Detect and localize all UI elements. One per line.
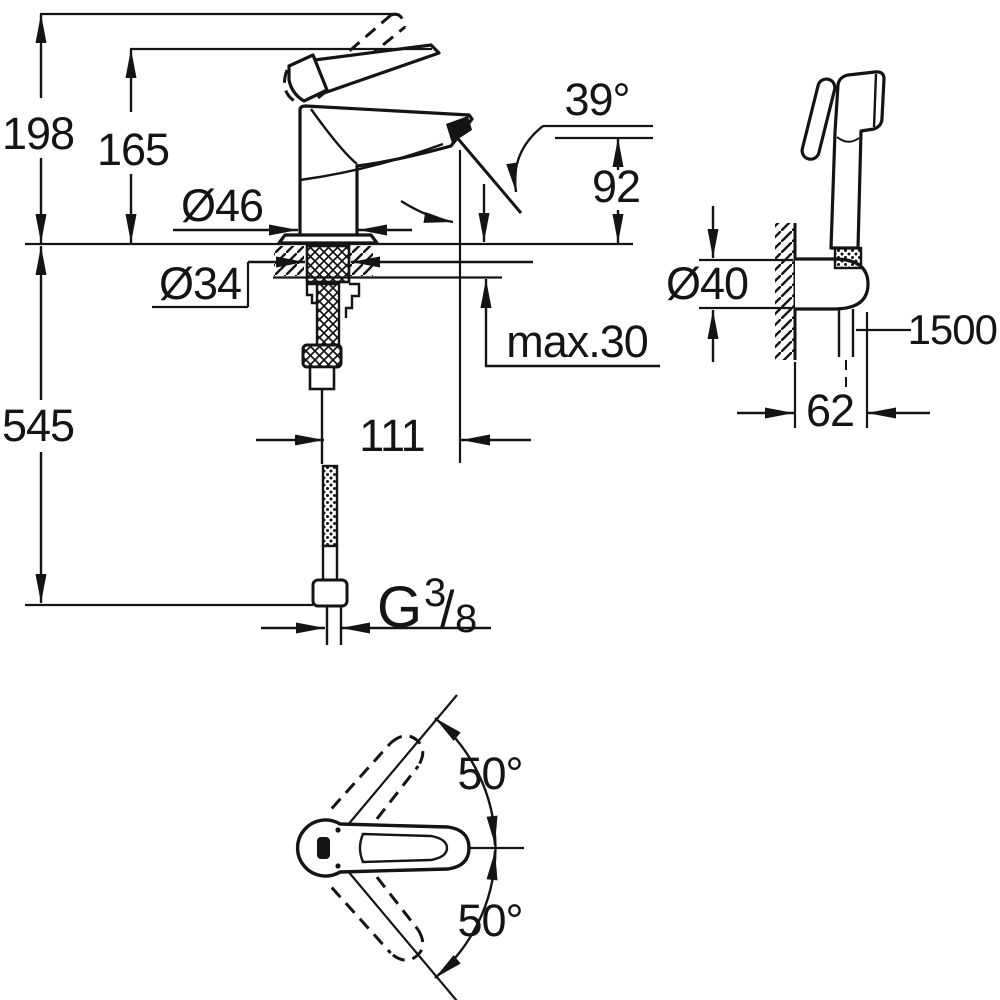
- handle-swivel-down-dashed: [330, 859, 425, 962]
- dimension-body-diameter: Ø46: [173, 180, 412, 236]
- faucet-lever-pivot: [287, 53, 329, 103]
- angle-leg-upper: [330, 694, 458, 846]
- handle-top-view: [295, 818, 471, 878]
- thread-numerator-label: 3: [424, 571, 446, 615]
- shower-neck-curve: [836, 136, 860, 143]
- dashed-lever-edge: [330, 741, 392, 810]
- faucet-body-curve: [310, 108, 358, 165]
- faucet-body: [298, 104, 474, 245]
- dimension-holder-diameter: Ø40: [666, 206, 793, 362]
- dashed-lever-edge: [330, 886, 392, 955]
- dashed-lever-tip: [389, 734, 425, 767]
- angle-arrow: [486, 850, 498, 881]
- threaded-shank: [305, 244, 351, 284]
- handle-slot: [317, 837, 330, 859]
- dim-d46-label: Ø46: [181, 180, 263, 231]
- hose-thread-end: [325, 606, 343, 645]
- dashed-handle-knob: [283, 69, 297, 104]
- dashed-handle-edge: [317, 25, 406, 100]
- dim-165-label: 165: [97, 124, 169, 175]
- faucet-aerator: [446, 116, 472, 143]
- handle-dot: [335, 863, 341, 869]
- dimension-arrow-leader: [480, 279, 660, 368]
- dim-92-label: 92: [592, 161, 640, 212]
- angle-arc: [506, 125, 544, 193]
- dim-d40-label: Ø40: [666, 258, 748, 309]
- mounting-step-right: [344, 282, 361, 318]
- side-view: 198 165 Ø46 Ø34 max.30: [2, 12, 660, 645]
- threaded-rod: [315, 282, 341, 347]
- dim-50down-label: 50°: [457, 895, 522, 946]
- dim-111-label: 111: [359, 410, 424, 461]
- dim-max30-label: max.30: [506, 316, 648, 367]
- faucet-spout-curve: [299, 142, 444, 182]
- dim-d34-label: Ø34: [159, 258, 241, 309]
- dim-39deg-label: 39°: [564, 74, 629, 125]
- dim-1500-label: 1500: [908, 306, 997, 353]
- dim-50up-label: 50°: [457, 748, 522, 799]
- dimension-spout-reach: 111: [256, 150, 531, 463]
- hand-shower-body: [829, 70, 886, 250]
- hand-shower-view: Ø40 1500 62: [666, 70, 998, 436]
- dimension-thread-size: G 3 / 8: [261, 571, 491, 641]
- dimension-wall-projection: 62: [737, 312, 930, 436]
- dashed-handle-tip: [390, 12, 407, 28]
- dashed-lever-tip: [389, 929, 425, 962]
- dim-198-label: 198: [2, 108, 74, 159]
- mounting-step-left: [305, 282, 317, 305]
- braided-hose: [321, 464, 339, 548]
- hose-connector: [833, 246, 863, 270]
- dimension-spout-height: 92: [543, 124, 653, 243]
- leader-line: [152, 262, 250, 309]
- dashed-lever-edge: [362, 859, 420, 931]
- top-view: 50° 50°: [295, 694, 524, 1000]
- shower-face-line: [872, 73, 878, 128]
- shower-trigger-lever: [800, 77, 837, 161]
- extension-line: [699, 258, 793, 310]
- wall-hatch: [775, 223, 795, 360]
- hose-fitting: [308, 365, 336, 391]
- faucet-base: [277, 233, 379, 245]
- mounting-nut: [301, 343, 343, 369]
- dimension-max-deck-thickness: max.30: [478, 184, 660, 368]
- handle-dot: [335, 827, 341, 833]
- angle-arrow: [486, 815, 498, 846]
- dimension-total-height: 198: [2, 12, 397, 243]
- shower-hose: [837, 309, 855, 357]
- angle-arc: [434, 717, 497, 979]
- spray-direction-line: [452, 133, 523, 214]
- dim-62-label: 62: [806, 385, 854, 436]
- dashed-lever-edge: [362, 765, 420, 837]
- hose-sleeve: [321, 544, 339, 582]
- dimension-spray-angle: 39°: [400, 74, 631, 224]
- hose-end-nut: [311, 578, 349, 608]
- dim-545-label: 545: [2, 400, 74, 451]
- thread-slash-label: /: [440, 581, 455, 639]
- thread-letter-label: G: [377, 575, 422, 640]
- dimension-body-height: 165: [97, 47, 432, 243]
- dimension-below-deck-depth: 545: [2, 246, 313, 607]
- handle-swivel-up-dashed: [330, 734, 425, 837]
- dimension-shank-diameter: Ø34: [152, 256, 533, 309]
- angle-arc: [400, 199, 454, 224]
- thread-denominator-label: 8: [455, 597, 477, 641]
- dimension-hose-length: 1500: [856, 306, 998, 353]
